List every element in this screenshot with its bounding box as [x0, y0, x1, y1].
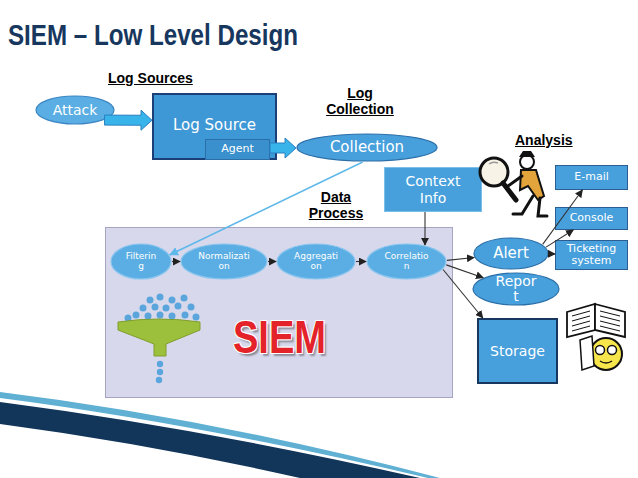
node-text: Ticketing system — [561, 243, 623, 267]
node-text: Storage — [490, 343, 545, 359]
node-text: Normalizati on — [197, 252, 251, 272]
section-label: Analysis — [515, 132, 573, 148]
section-label: Log Collection — [318, 85, 402, 117]
node-text: Collection — [330, 139, 404, 156]
output-box: E-mail — [555, 165, 628, 190]
ellipse-shape — [36, 96, 114, 124]
section-label: Log Sources — [108, 70, 193, 86]
node-text: Agent — [221, 143, 254, 156]
node-text: Context Info — [398, 173, 468, 207]
output-box: Console — [555, 207, 628, 230]
context-box: Context Info — [384, 167, 482, 212]
process-ellipse: Filterin g — [110, 243, 172, 280]
ellipse-shape — [277, 244, 355, 279]
alert-ellipse: Alert — [473, 237, 549, 270]
magnifier-figure — [480, 151, 547, 216]
node-text: Filterin g — [124, 252, 158, 272]
node-text: Repor t — [493, 274, 539, 305]
source-box: Log SourceAgent — [152, 93, 277, 160]
ellipse-shape — [367, 244, 446, 279]
node-text: Log Source — [154, 117, 275, 134]
agent-box: Agent — [205, 139, 270, 160]
section-label: Data Process — [302, 189, 370, 221]
node-text: E-mail — [574, 171, 609, 184]
swoosh-band — [0, 402, 420, 478]
output-box: Ticketing system — [555, 240, 628, 270]
ellipse-shape — [473, 273, 559, 305]
node-text: Console — [570, 212, 614, 225]
report-ellipse: Repor t — [472, 272, 560, 306]
process-ellipse: Correlatio n — [366, 243, 447, 280]
swoosh-line — [0, 392, 440, 478]
process-ellipse: Aggregati on — [276, 243, 356, 280]
node-text: SIEM — [233, 314, 326, 360]
ellipse-shape — [297, 134, 437, 161]
ellipse-shape — [474, 238, 548, 269]
process-ellipse: Normalizati on — [180, 243, 268, 280]
storage-box: Storage — [477, 318, 558, 384]
book-reader-clipart — [567, 304, 625, 370]
node-text: Aggregati on — [293, 252, 340, 272]
node-text: Correlatio n — [383, 252, 430, 272]
node-text: Attack — [53, 102, 98, 118]
node-text: Alert — [493, 245, 529, 262]
siem-region: SIEM Filterin g Normalizati on Aggregati on… — [105, 227, 453, 398]
ellipse-shape — [181, 244, 267, 279]
ellipse-shape — [111, 244, 171, 279]
slide-title: SIEM – Low Level Design — [8, 20, 298, 50]
source-ellipse: Attack — [35, 95, 115, 125]
collection-ellipse: Collection — [296, 133, 438, 162]
